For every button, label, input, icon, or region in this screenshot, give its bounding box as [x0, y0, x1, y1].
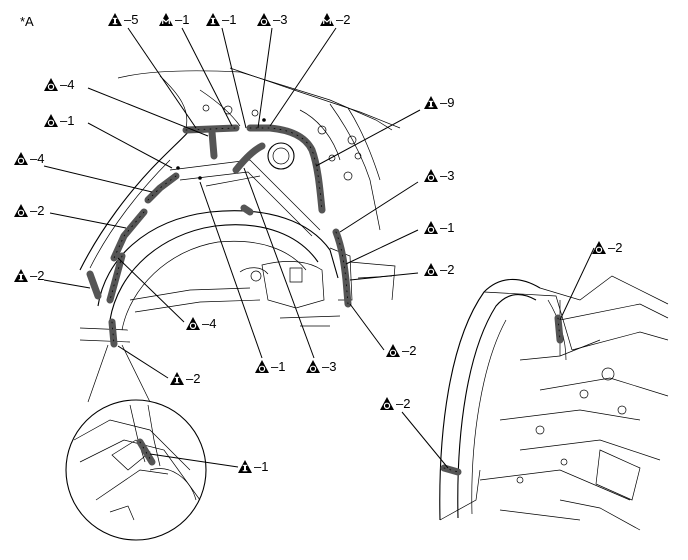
callout-o2-right-view-left: –2: [379, 396, 410, 411]
callout-i2-bottom: –2: [170, 371, 200, 386]
callout-o4-left-lower: –4: [13, 151, 44, 166]
callout-o2-left: –2: [13, 203, 44, 218]
triangle-I-icon: [108, 13, 122, 26]
callout-text: –2: [440, 262, 454, 277]
callout-text: –3: [273, 12, 287, 27]
callout-i1-top: –1: [206, 12, 236, 27]
callout-text: –1: [440, 220, 454, 235]
callout-text: –2: [608, 240, 622, 255]
triangle-O-icon: [256, 12, 272, 27]
callout-o1-bottom: –1: [254, 359, 285, 374]
triangle-O-icon: [185, 316, 201, 331]
callout-text: –1: [175, 12, 189, 27]
triangle-O-icon: [254, 359, 270, 374]
callout-o4-bottom: –4: [185, 316, 216, 331]
callout-o2-bottom-right: –2: [385, 343, 416, 358]
right-view: [439, 275, 669, 531]
callout-text: –4: [60, 77, 74, 92]
callout-text: –2: [396, 396, 410, 411]
callout-text: –5: [124, 12, 138, 27]
triangle-O-icon: [43, 113, 59, 128]
triangle-I-icon: [14, 269, 28, 282]
callout-text: –3: [440, 168, 454, 183]
triangle-O-icon: [13, 151, 29, 166]
detail-callout: [65, 344, 207, 541]
callout-text: –4: [30, 151, 44, 166]
main-view: [79, 67, 401, 348]
callout-o1-left: –1: [43, 113, 74, 128]
triangle-O-icon: [305, 359, 321, 374]
callout-text: –2: [186, 371, 200, 386]
callout-o1-right: –1: [423, 220, 454, 235]
triangle-O-icon: [423, 168, 439, 183]
callout-i2-left: –2: [14, 268, 44, 283]
callout-o3-right: –3: [423, 168, 454, 183]
callout-i9-right: –9: [424, 95, 454, 110]
triangle-O-icon: [423, 262, 439, 277]
triangle-M-icon: [158, 12, 174, 27]
callout-text: –1: [222, 12, 236, 27]
callout-m1-top: –1: [158, 12, 189, 27]
callout-text: –1: [254, 459, 268, 474]
triangle-O-icon: [423, 220, 439, 235]
callout-o4-left-upper: –4: [43, 77, 74, 92]
triangle-I-icon: [206, 13, 220, 26]
callout-o2-right-view-top: –2: [591, 240, 622, 255]
callout-i5-top: –5: [108, 12, 138, 27]
callout-text: –9: [440, 95, 454, 110]
triangle-O-icon: [385, 343, 401, 358]
triangle-I-icon: [170, 372, 184, 385]
triangle-O-icon: [379, 396, 395, 411]
callout-text: –1: [271, 359, 285, 374]
callout-o3-top: –3: [256, 12, 287, 27]
triangle-I-icon: [424, 96, 438, 109]
callout-text: –2: [30, 203, 44, 218]
callout-text: –3: [322, 359, 336, 374]
figure-tag: *A: [20, 14, 34, 29]
triangle-O-icon: [13, 203, 29, 218]
triangle-I-icon: [238, 460, 252, 473]
callout-text: –4: [202, 316, 216, 331]
callout-text: –2: [30, 268, 44, 283]
callout-text: –2: [402, 343, 416, 358]
callout-m2-top: –2: [319, 12, 350, 27]
leader-lines: [43, 27, 595, 469]
callout-text: –1: [60, 113, 74, 128]
callout-text: –2: [336, 12, 350, 27]
triangle-O-icon: [591, 240, 607, 255]
callout-o2-right: –2: [423, 262, 454, 277]
triangle-O-icon: [43, 77, 59, 92]
triangle-M-icon: [319, 12, 335, 27]
callout-i1-detail: –1: [238, 459, 268, 474]
callout-o3-bottom: –3: [305, 359, 336, 374]
